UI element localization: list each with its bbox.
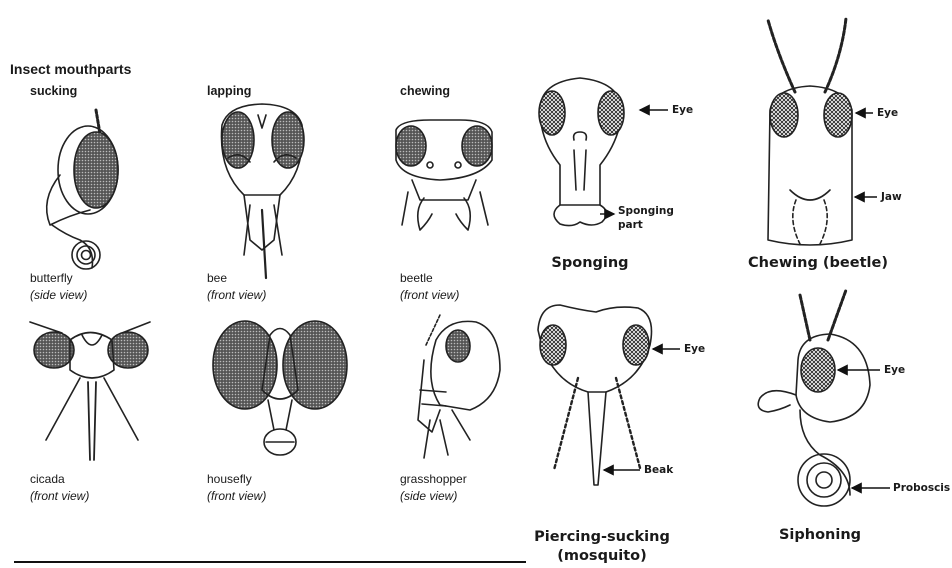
bee-view: (front view) xyxy=(207,289,266,301)
cicada-head-illustration xyxy=(30,322,150,460)
butterfly-head-illustration xyxy=(47,110,118,269)
chewing-beetle-head-illustration xyxy=(768,18,852,245)
piercing-heading-2: (mosquito) xyxy=(527,549,677,564)
sponging-head-illustration xyxy=(539,78,624,226)
bee-caption: bee xyxy=(207,272,227,284)
mosquito-head-illustration xyxy=(538,305,652,485)
grasshopper-caption: grasshopper xyxy=(400,473,467,485)
sponging-part-label-2: part xyxy=(618,220,643,231)
butterfly-caption: butterfly xyxy=(30,272,73,284)
housefly-caption: housefly xyxy=(207,473,252,485)
cicada-caption: cicada xyxy=(30,473,65,485)
sponging-eye-label: Eye xyxy=(672,105,693,116)
bee-head-illustration xyxy=(221,104,304,278)
chewing-heading: Chewing (beetle) xyxy=(738,256,898,271)
grasshopper-head-illustration xyxy=(418,315,500,458)
category-chewing: chewing xyxy=(400,85,450,98)
leader-arrows xyxy=(600,110,890,488)
butterfly-view: (side view) xyxy=(30,289,87,301)
figure-title: Insect mouthparts xyxy=(10,62,131,76)
sponging-part-label: Sponging xyxy=(618,206,674,217)
housefly-view: (front view) xyxy=(207,490,266,502)
category-lapping: lapping xyxy=(207,85,251,98)
cicada-view: (front view) xyxy=(30,490,89,502)
piercing-eye-label: Eye xyxy=(684,344,705,355)
chewing-jaw-label: Jaw xyxy=(881,192,902,203)
beetle-caption: beetle xyxy=(400,272,433,284)
piercing-beak-label: Beak xyxy=(644,465,673,476)
chewing-eye-label: Eye xyxy=(877,108,898,119)
category-sucking: sucking xyxy=(30,85,77,98)
grasshopper-view: (side view) xyxy=(400,490,457,502)
siphoning-heading: Siphoning xyxy=(760,528,880,543)
housefly-head-illustration xyxy=(213,321,347,455)
siphoning-head-illustration xyxy=(758,290,870,506)
beetle-view: (front view) xyxy=(400,289,459,301)
siphoning-eye-label: Eye xyxy=(884,365,905,376)
sponging-heading: Sponging xyxy=(530,256,650,271)
piercing-heading: Piercing-sucking xyxy=(527,530,677,545)
beetle-head-illustration xyxy=(396,120,492,230)
siphoning-proboscis-label: Proboscis xyxy=(893,483,950,494)
